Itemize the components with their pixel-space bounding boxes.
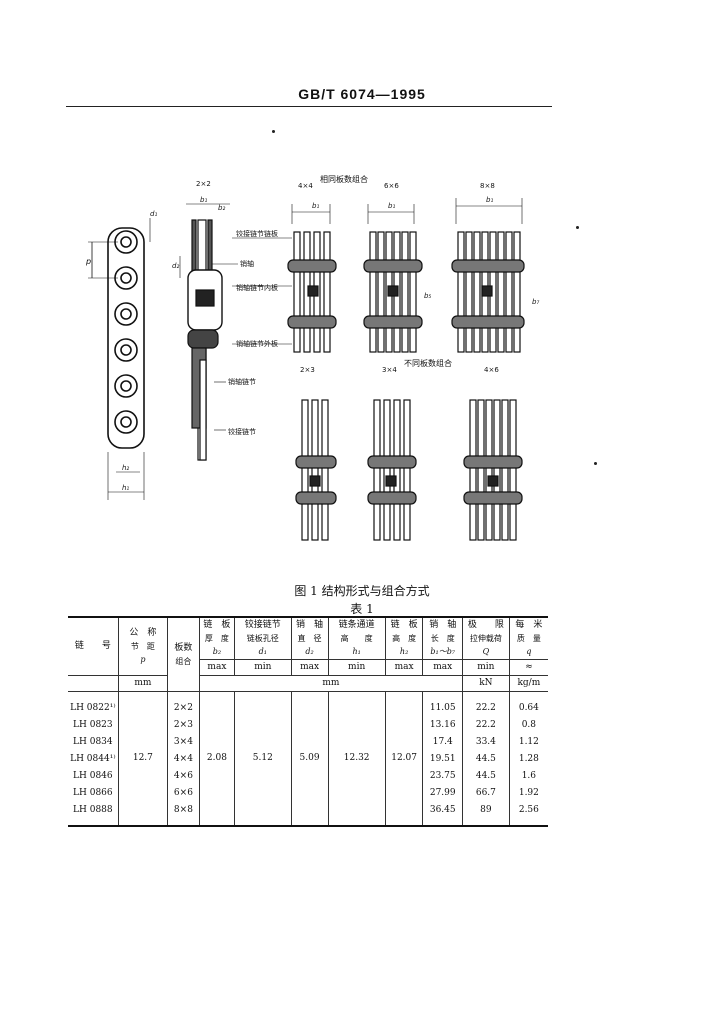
cell-hole: 5.12: [234, 691, 292, 827]
label-d1: d₁: [150, 210, 157, 218]
unit-mm-pitch: mm: [117, 675, 169, 692]
svg-text:b₂: b₂: [218, 204, 225, 212]
cell-pin-dia: 5.09: [290, 691, 329, 827]
diff-group-title: 不同板数组合: [404, 358, 452, 368]
unit-kn: kN: [462, 675, 510, 692]
callout-pin-outer: 销轴链节外板: [236, 339, 278, 348]
svg-text:b₅: b₅: [424, 292, 431, 300]
section-2x3: 2×3: [295, 366, 337, 541]
figure-caption: 图 1 结构形式与组合方式: [294, 584, 430, 598]
svg-text:b₁: b₁: [200, 196, 207, 204]
cell-loads: 22.2 22.2 33.4 44.5 44.5 66.7 89: [462, 691, 510, 827]
scan-speck: [594, 462, 597, 465]
unit-mm: mm: [198, 675, 464, 692]
svg-text:b₁: b₁: [486, 196, 493, 204]
cell-pitch: 12.7: [117, 691, 169, 827]
cell-combos: 2×2 2×3 3×4 4×4 4×6 6×6 8×8: [167, 691, 200, 827]
table-title: 表 1: [350, 602, 374, 616]
label-h2: h₂: [122, 464, 129, 472]
table-unit-row: mm mm kN kg/m: [68, 675, 548, 692]
label-combo-2x2: 2×2: [196, 180, 211, 188]
callout-pin-inner: 销轴链节内板: [236, 283, 278, 292]
cell-plate-height: 12.07: [384, 691, 424, 827]
svg-text:2×3: 2×3: [300, 366, 315, 374]
same-group-title: 相同板数组合: [320, 174, 368, 184]
callout-hinge-outer: 铰接链节链板: [236, 229, 278, 238]
section-6x6: 6×6 b₁ b₅: [363, 182, 431, 353]
cell-thickness: 2.08: [198, 691, 236, 827]
svg-text:b₁: b₁: [312, 202, 319, 210]
cell-masses: 0.64 0.8 1.12 1.28 1.6 1.92 2.56: [508, 691, 548, 827]
callout-pin: 销轴: [240, 259, 254, 268]
cell-models: LH 0822¹⁾ LH 0823 LH 0834 LH 0844¹⁾ LH 0…: [68, 691, 119, 827]
svg-text:6×6: 6×6: [384, 182, 399, 190]
cell-lengths: 11.05 13.16 17.4 19.51 23.75 27.99 36.45: [422, 691, 464, 827]
section-3x4: 3×4: [367, 366, 417, 541]
svg-text:4×6: 4×6: [484, 366, 499, 374]
table-data-row: LH 0822¹⁾ LH 0823 LH 0834 LH 0844¹⁾ LH 0…: [68, 691, 548, 827]
standard-header: GB/T 6074—1995: [298, 86, 426, 102]
section-2x2: 2×2 b₁ b₂ d₂: [172, 180, 230, 461]
svg-text:b₁: b₁: [388, 202, 395, 210]
svg-text:3×4: 3×4: [382, 366, 397, 374]
section-4x4: 4×4 b₁: [287, 182, 337, 353]
col-chain-no: 链 号: [68, 616, 119, 676]
callouts: 铰接链节链板 销轴 销轴链节内板 销轴链节外板 销轴链节 铰接链节: [212, 229, 292, 436]
col-combo: 板数组合: [167, 616, 200, 692]
callout-hinge-link: 铰接链节: [228, 427, 256, 436]
svg-text:d₂: d₂: [172, 262, 179, 270]
svg-text:b₇: b₇: [532, 298, 539, 306]
unit-kgm: kg/m: [508, 675, 548, 692]
svg-text:4×4: 4×4: [298, 182, 313, 190]
scan-speck: [576, 226, 579, 229]
scan-speck: [272, 130, 275, 133]
label-p: p: [85, 257, 91, 266]
section-4x6: 4×6: [463, 366, 523, 541]
cell-passage: 12.32: [327, 691, 386, 827]
chain-side-view: p d₁ h₂ h₁: [85, 210, 157, 500]
header-rule: [66, 106, 552, 107]
chain-structure-figure: p d₁ h₂ h₁ 2×2 b₁ b₂ d₂: [85, 174, 539, 541]
callout-pin-link: 销轴链节: [228, 377, 256, 386]
label-h1: h₁: [122, 484, 129, 492]
section-8x8: 8×8 b₁ b₇: [451, 182, 539, 353]
svg-text:8×8: 8×8: [480, 182, 495, 190]
